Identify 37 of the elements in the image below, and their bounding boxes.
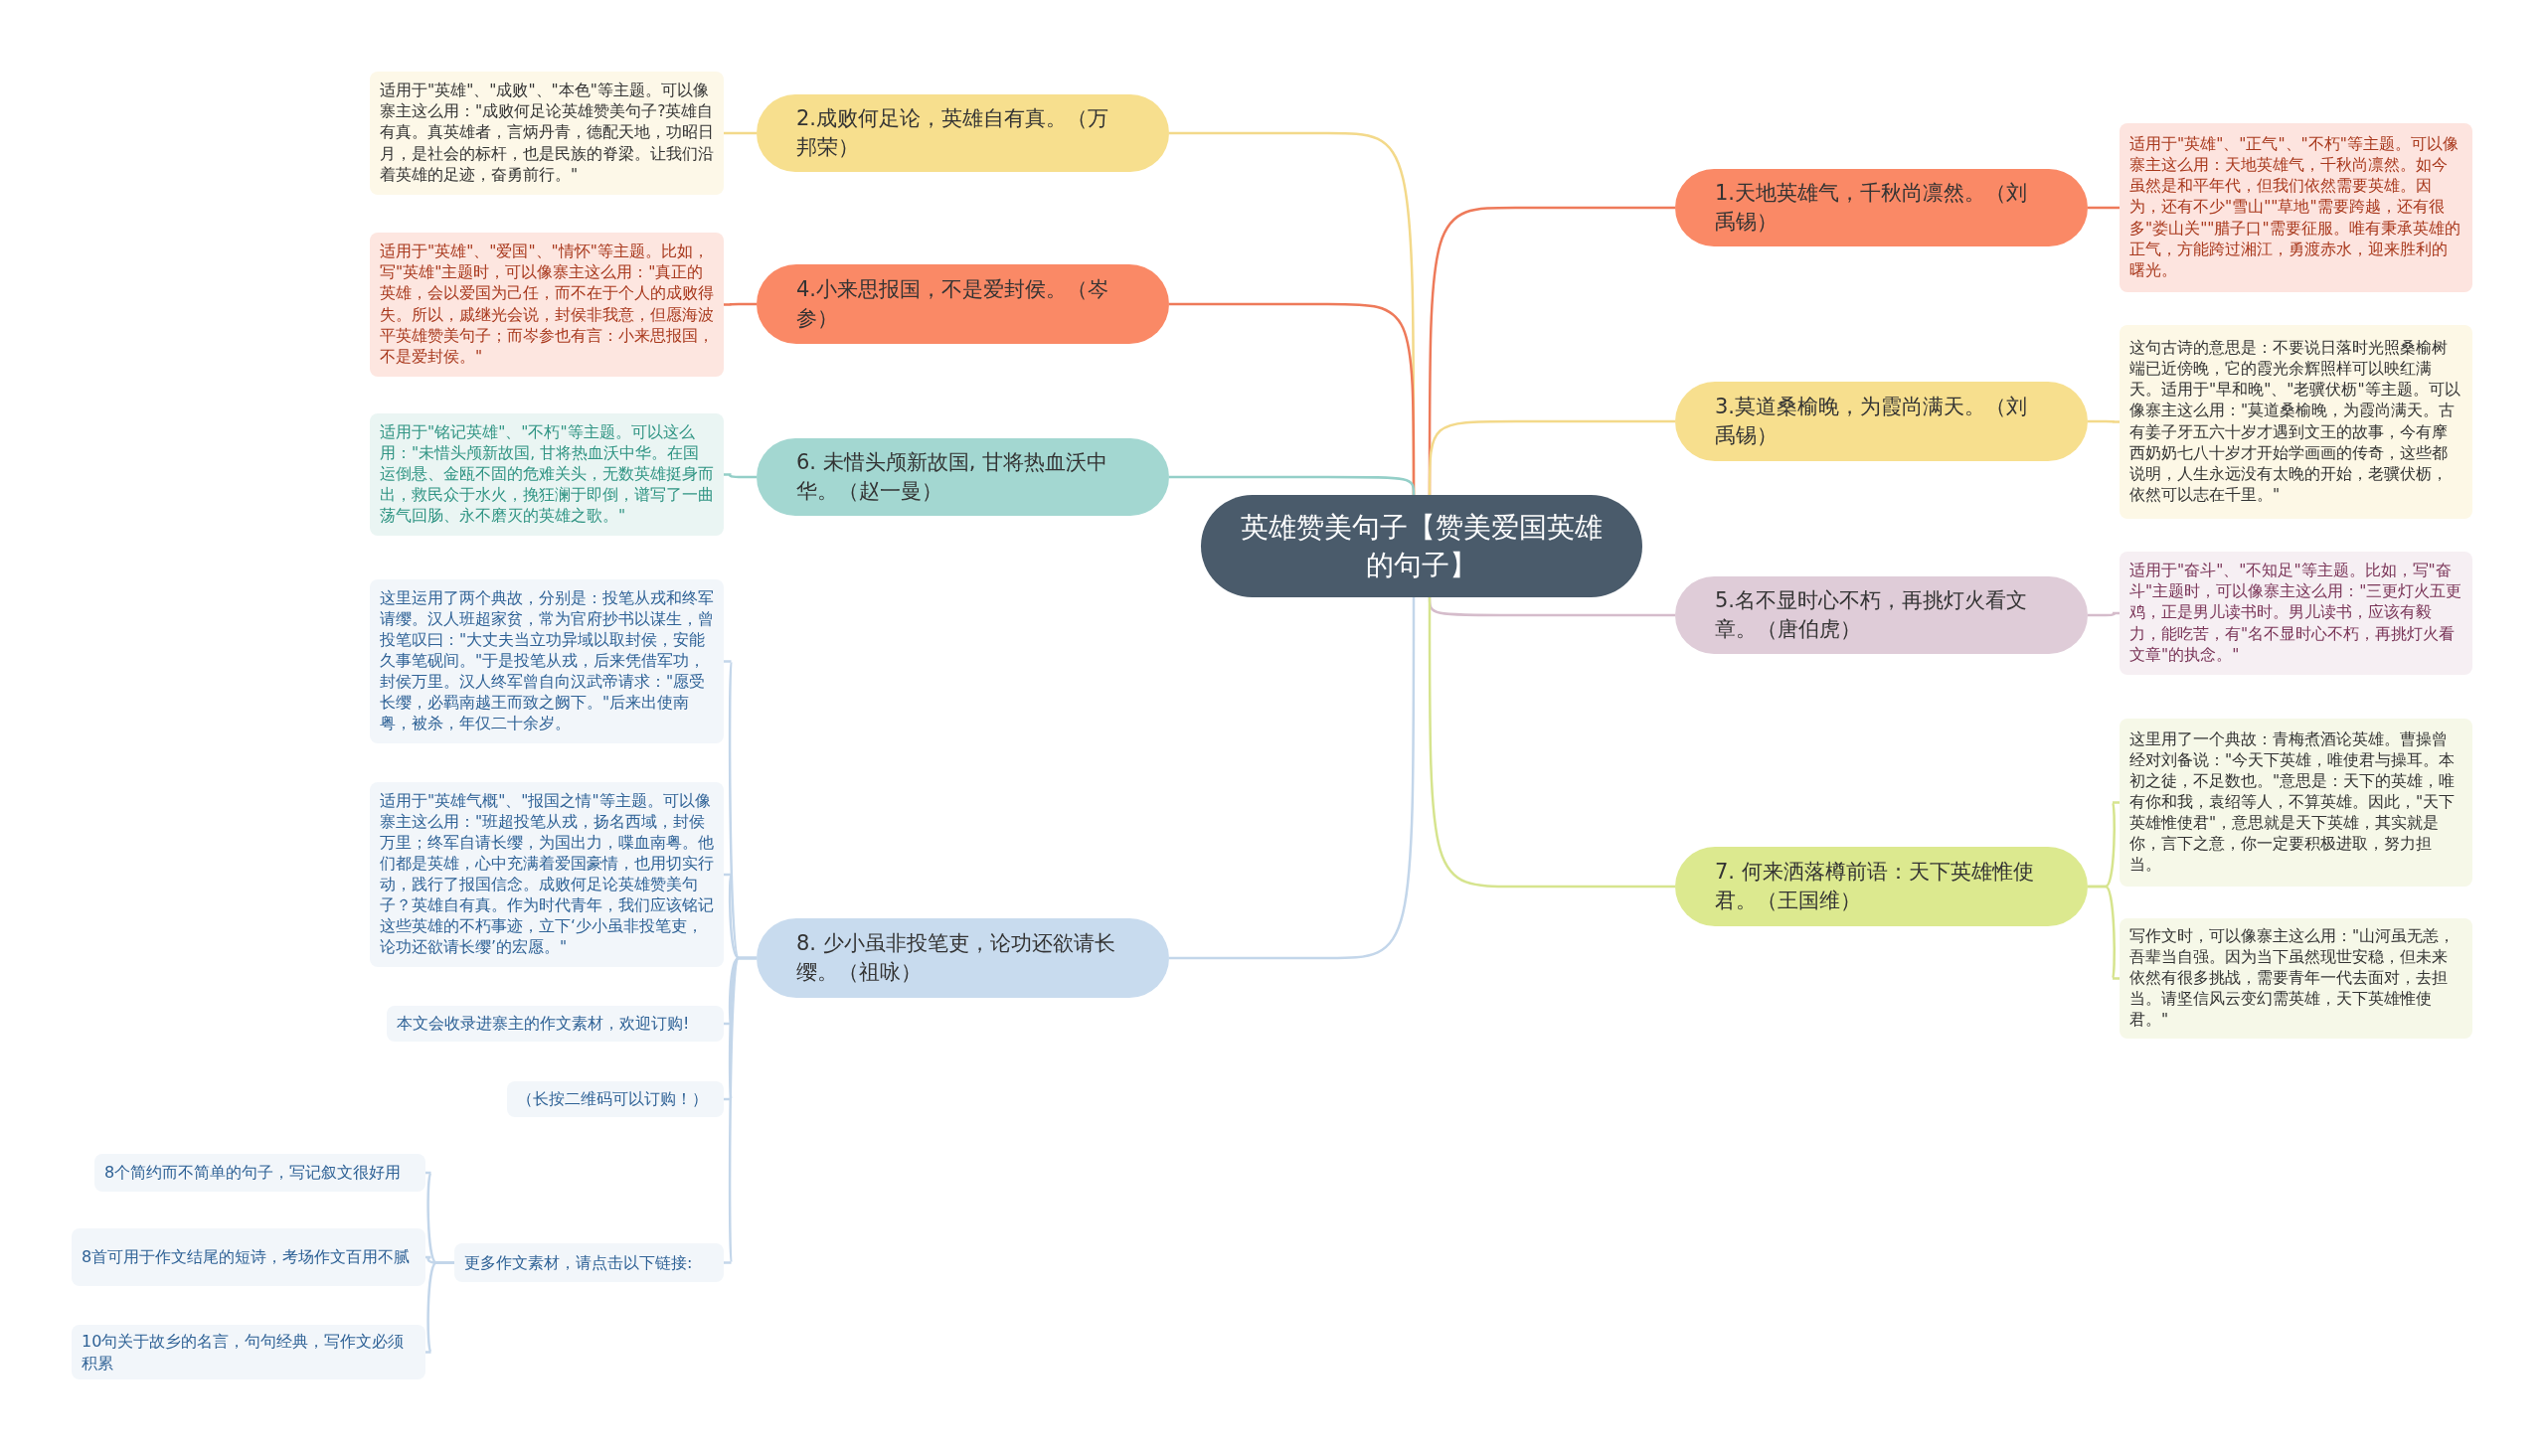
connector-line — [2088, 419, 2120, 423]
connector-line — [1169, 475, 1416, 495]
note-card: （长按二维码可以订购！） — [507, 1081, 724, 1117]
note-card: 10句关于故乡的名言，句句经典，写作文必须积累 — [72, 1325, 425, 1379]
topic-pill: 6. 未惜头颅新故国, 甘将热血沃中华。（赵一曼） — [757, 438, 1169, 516]
connector-line — [1428, 597, 1675, 889]
topic-pill: 4.小来思报国，不是爱封侯。（岑参） — [757, 264, 1169, 344]
topic-pill: 1.天地英雄气，千秋尚凛然。（刘禹锡） — [1675, 169, 2088, 246]
note-card: 这里运用了两个典故，分别是：投笔从戎和终军请缨。汉人班超家贫，常为官府抄书以谋生，曾投笔叹曰："大丈夫当立功异域以取封侯，安能久事笔砚间。"于是投笔从戎，后来凭借军功，封侯万里。汉人终军曾自向汉武帝请求："愿受长缨，必羁南越王而致之阙下。"后来出使南粤，被杀，年仅二十余岁。 — [370, 579, 724, 743]
note-card: 适用于"英雄"、"爱国"、"情怀"等主题。比如，写"英雄"主题时，可以像寨主这么用："真正的英雄，会以爱国为己任，而不在于个人的成败得失。所以，戚继光会说，封侯非我意，但愿海波平英雄赞美句子；而岑参也有言：小来思报国，不是爱封侯。" — [370, 233, 724, 377]
topic-pill: 5.名不显时心不朽，再挑灯火看文章。（唐伯虎） — [1675, 576, 2088, 654]
connector-line — [724, 302, 757, 306]
connector-line — [724, 956, 757, 1264]
central-topic: 英雄赞美句子【赞美爱国英雄的句子】 — [1201, 495, 1642, 597]
topic-pill: 7. 何来洒落樽前语：天下英雄惟使君。（王国维） — [1675, 847, 2088, 926]
connector-line — [2088, 885, 2120, 980]
topic-pill: 3.莫道桑榆晚，为霞尚满天。（刘禹锡） — [1675, 382, 2088, 461]
connector-line — [724, 473, 757, 479]
note-card: 这里用了一个典故：青梅煮酒论英雄。曹操曾经对刘备说："今天下英雄，唯使君与操耳。本初之徒，不足数也。"意思是：天下的英雄，唯有你和我，袁绍等人，不算英雄。因此，"天下英雄惟使君"，意思就是天下英雄，其实就是你，言下之意，你一定要积极进取，努力担当。 — [2120, 719, 2472, 887]
connector-line — [724, 131, 757, 135]
connector-line — [2088, 611, 2120, 617]
note-card: 适用于"英雄气概"、"报国之情"等主题。可以像寨主这么用："班超投笔从戎，扬名西域，封侯万里；终军自请长缨，为国出力，喋血南粤。他们都是英雄，心中充满着爱国豪情，也用切实行动，践行了报国信念。成败何足论英雄赞美句子？英雄自有真。作为时代青年，我们应该铭记这些英雄的不朽事迹，立下‘少小虽非投笔吏，论功还欲请长缨’的宏愿。" — [370, 782, 724, 967]
connector-line — [2088, 206, 2120, 210]
topic-pill: 2.成败何足论，英雄自有真。（万邦荣） — [757, 94, 1169, 172]
note-card: 本文会收录进寨主的作文素材，欢迎订购! — [387, 1006, 724, 1042]
note-card: 适用于"英雄"、"成败"、"本色"等主题。可以像寨主这么用："成败何足论英雄赞美句子?英雄自有真。真英雄者，言炳丹青，德配天地，功昭日月，是社会的标杆，也是民族的脊梁。让我们沿着英雄的足迹，奋勇前行。" — [370, 72, 724, 195]
note-card: 写作文时，可以像寨主这么用："山河虽无恙，吾辈当自强。因为当下虽然现世安稳，但未来依然有很多挑战，需要青年一代去面对，去担当。请坚信风云变幻需英雄，天下英雄惟使君。" — [2120, 918, 2472, 1039]
connector-line — [1428, 419, 1675, 495]
note-card: 8个简约而不简单的句子，写记叙文很好用 — [94, 1154, 425, 1192]
note-card: 8首可用于作文结尾的短诗，考场作文百用不腻 — [72, 1228, 425, 1286]
note-card: 适用于"铭记英雄"、"不朽"等主题。可以这么用："未惜头颅新故国, 甘将热血沃中华。在国运倒悬、金瓯不固的危难关头，无数英雄挺身而出，救民众于水火，挽狂澜于即倒，谱写了一曲荡气回肠、永不磨灭的英雄之歌。" — [370, 413, 724, 536]
note-card: 适用于"奋斗"、"不知足"等主题。比如，写"奋斗"主题时，可以像寨主这么用："三更灯火五更鸡，正是男儿读书时。男儿读书，应该有毅力，能吃苦，有"名不显时心不朽，再挑灯火看文章"的执念。" — [2120, 552, 2472, 675]
note-card: 这句古诗的意思是：不要说日落时光照桑榆树端已近傍晚，它的霞光余辉照样可以映红满天。适用于"早和晚"、"老骥伏枥"等主题。可以像寨主这么用："莫道桑榆晚，为霞尚满天。古有姜子牙五六十岁才遇到文王的故事，今有摩西奶奶七八十岁才开始学画画的传奇，这些都说明，人生永远没有太晚的开始，老骥伏枥，依然可以志在千里。" — [2120, 325, 2472, 519]
connector-line — [1169, 597, 1416, 960]
note-card: 适用于"英雄"、"正气"、"不朽"等主题。可以像寨主这么用：天地英雄气，千秋尚凛然。如今虽然是和平年代，但我们依然需要英雄。因为，还有不少"雪山""草地"需要跨越，还有很多"娄山关""腊子口"需要征服。唯有秉承英雄的正气，方能跨过湘江，勇渡赤水，迎来胜利的曙光。 — [2120, 123, 2472, 292]
note-card: 更多作文素材，请点击以下链接: — [454, 1243, 724, 1282]
topic-pill: 8. 少小虽非投笔吏，论功还欲请长缨。（祖咏） — [757, 918, 1169, 998]
